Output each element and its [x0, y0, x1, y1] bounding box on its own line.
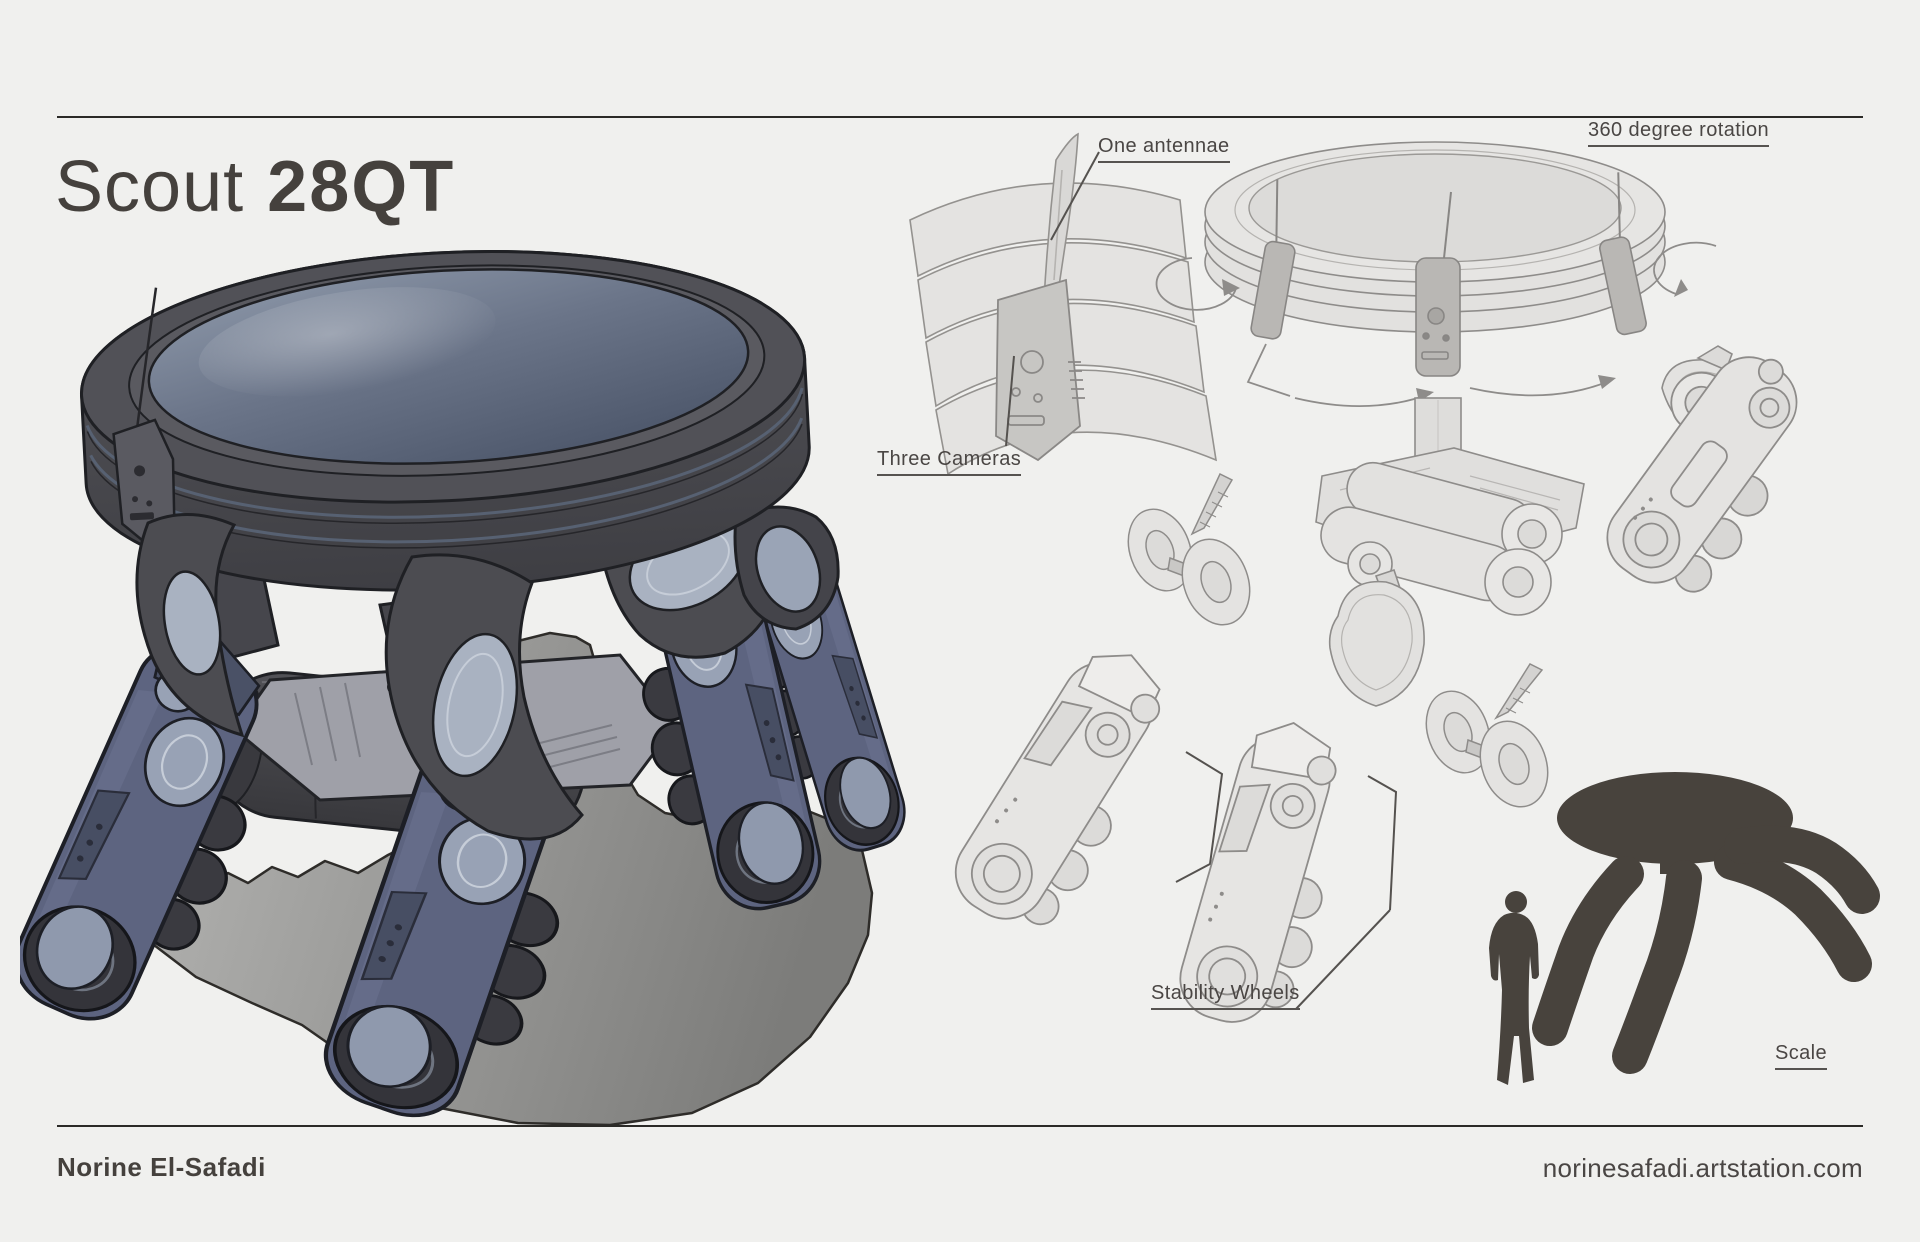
label-stability-wheels: Stability Wheels: [1151, 982, 1300, 1010]
track-leg-drawing-1: [954, 654, 1224, 926]
chassis-drawing: [1315, 397, 1585, 616]
track-leg-drawing-2: [1179, 721, 1398, 1023]
artist-name: Norine El-Safadi: [57, 1152, 266, 1182]
label-three-cameras: Three Cameras: [877, 448, 1022, 476]
bracket-leg-1: [1175, 751, 1224, 883]
robot-fender-back-right: [733, 505, 840, 631]
main-robot-illustration: [20, 250, 916, 1130]
robot-fender-mid: [384, 553, 584, 841]
stability-wheel-drawing-1: [1127, 472, 1251, 626]
label-scale: Scale: [1775, 1042, 1828, 1070]
scale-robot-silhouette: [1532, 772, 1880, 1074]
page-title: Scout 28QT: [55, 147, 456, 227]
foot-pad-drawing: [1328, 568, 1425, 707]
scale-human-silhouette: [1489, 891, 1539, 1085]
top-rule: [57, 116, 1863, 118]
robot-sensor-disc: [79, 250, 811, 592]
stability-wheel-drawing-2: [1425, 663, 1549, 808]
leg-assembly-drawing: [1606, 345, 1798, 593]
artist-website: norinesafadi.artstation.com: [1542, 1153, 1863, 1183]
robot-fender-left: [135, 513, 245, 738]
annotation-panel: [909, 132, 1880, 1085]
title-model-number: 28QT: [267, 147, 456, 227]
rotating-disc-drawing: [1155, 141, 1717, 407]
bottom-rule: [57, 1125, 1863, 1127]
title-model-name: Scout: [55, 147, 245, 227]
rotating-disc-modules: [1250, 172, 1647, 377]
label-360-rotation: 360 degree rotation: [1588, 119, 1770, 147]
bracket-leg-2: [1367, 775, 1398, 911]
label-one-antennae: One antennae: [1098, 135, 1230, 163]
